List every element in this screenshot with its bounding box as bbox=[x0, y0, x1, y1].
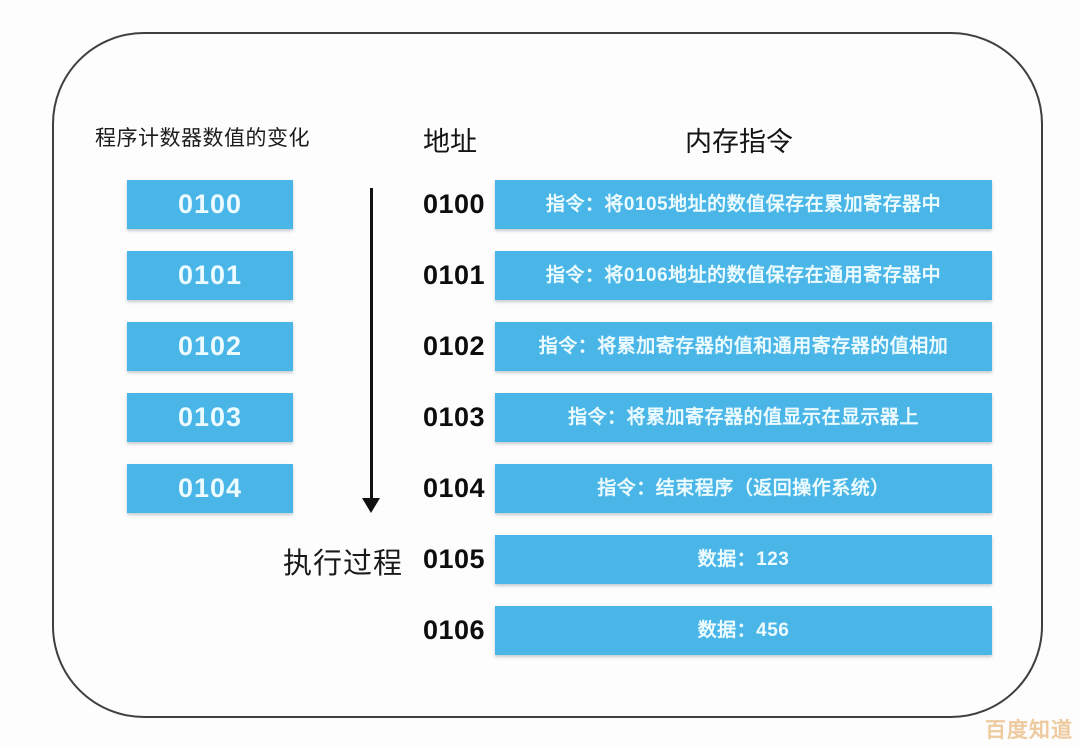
pc-value-box: 0102 bbox=[127, 322, 293, 371]
memory-row: 0101 指令：将0106地址的数值保存在通用寄存器中 bbox=[54, 251, 1041, 300]
memory-row: 0106 数据：456 bbox=[54, 606, 1041, 655]
pc-value-box: 0101 bbox=[127, 251, 293, 300]
execution-flow-arrow-icon bbox=[362, 188, 380, 514]
memory-row: 0103 指令：将累加寄存器的值显示在显示器上 bbox=[54, 393, 1041, 442]
pc-value-box: 0104 bbox=[127, 464, 293, 513]
address-column-title: 地址 bbox=[423, 127, 477, 157]
memory-row: 0100 指令：将0105地址的数值保存在累加寄存器中 bbox=[54, 180, 1041, 229]
address-label: 0104 bbox=[423, 473, 486, 503]
address-label: 0102 bbox=[423, 331, 486, 361]
memory-cell: 数据：456 bbox=[495, 606, 992, 655]
memory-row: 0102 指令：将累加寄存器的值和通用寄存器的值相加 bbox=[54, 322, 1041, 371]
address-label: 0100 bbox=[423, 189, 486, 219]
address-label: 0106 bbox=[423, 615, 486, 645]
address-label: 0105 bbox=[423, 544, 486, 574]
address-label: 0103 bbox=[423, 402, 486, 432]
arrow-shaft bbox=[369, 188, 373, 500]
program-counter-column-title: 程序计数器数值的变化 bbox=[95, 127, 310, 150]
memory-row: 0105 数据：123 bbox=[54, 535, 1041, 584]
rounded-border-frame: 程序计数器数值的变化 地址 内存指令 0100 0101 0102 0103 0… bbox=[52, 32, 1043, 718]
execution-process-label: 执行过程 bbox=[283, 548, 404, 580]
memory-cell: 指令：将累加寄存器的值显示在显示器上 bbox=[495, 393, 992, 442]
memory-cell: 指令：将累加寄存器的值和通用寄存器的值相加 bbox=[495, 322, 992, 371]
memory-cell: 指令：将0105地址的数值保存在累加寄存器中 bbox=[495, 180, 992, 229]
pc-value-box: 0103 bbox=[127, 393, 293, 442]
baidu-zhidao-watermark: 百度知道 bbox=[985, 719, 1073, 742]
memory-cell: 数据：123 bbox=[495, 535, 992, 584]
memory-cell: 指令：将0106地址的数值保存在通用寄存器中 bbox=[495, 251, 992, 300]
address-label: 0101 bbox=[423, 260, 486, 290]
memory-instruction-column-title: 内存指令 bbox=[685, 127, 793, 157]
memory-cell: 指令：结束程序（返回操作系统） bbox=[495, 464, 992, 513]
pc-value-box: 0100 bbox=[127, 180, 293, 229]
arrow-head bbox=[362, 498, 380, 513]
memory-row: 0104 指令：结束程序（返回操作系统） bbox=[54, 464, 1041, 513]
